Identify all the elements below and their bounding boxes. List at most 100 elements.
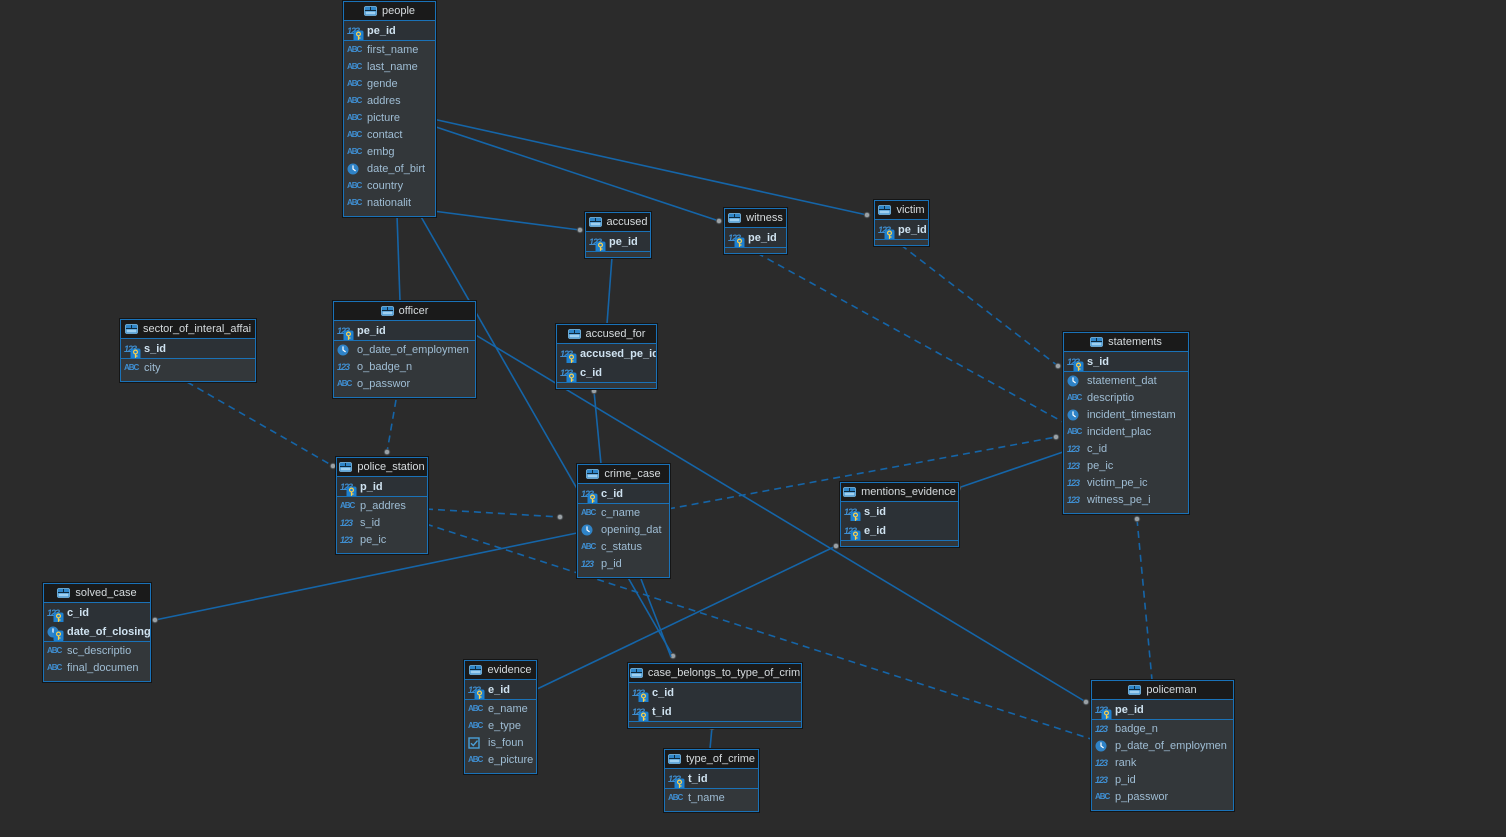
table-header-officer[interactable]: officer (334, 302, 475, 321)
column-row-p_date_of_employmen[interactable]: p_date_of_employmen (1092, 737, 1233, 754)
relationship-witness-statements[interactable] (756, 252, 1064, 423)
column-row-opening_dat[interactable]: opening_dat (578, 521, 669, 538)
relationship-officer-policeman[interactable] (473, 333, 1087, 703)
table-header-police_station[interactable]: police_station (337, 458, 427, 477)
relationship-crime_case-statements[interactable] (667, 436, 1057, 510)
relationship-solved_case-crime_case[interactable] (154, 532, 578, 621)
table-header-statements[interactable]: statements (1064, 333, 1188, 352)
table-header-type_of_crime[interactable]: type_of_crime (665, 750, 758, 769)
table-header-crime_case[interactable]: crime_case (578, 465, 669, 484)
relationship-people-accused[interactable] (432, 210, 581, 231)
relationship-case_belongs_to_type_of_crim-type_of_crime[interactable] (709, 726, 713, 750)
table-header-accused_for[interactable]: accused_for (557, 325, 656, 344)
column-row-statement_dat[interactable]: statement_dat (1064, 372, 1188, 389)
table-header-evidence[interactable]: evidence (465, 661, 536, 680)
table-header-accused[interactable]: accused (586, 213, 650, 232)
table-header-solved_case[interactable]: solved_case (44, 584, 150, 603)
table-header-people[interactable]: people (344, 2, 435, 21)
table-header-witness[interactable]: witness (725, 209, 786, 228)
column-row-date_of_closing[interactable]: date_of_closing (44, 622, 150, 641)
table-header-mentions_evidence[interactable]: mentions_evidence (841, 483, 958, 502)
column-row-o_date_of_employmen[interactable]: o_date_of_employmen (334, 341, 475, 358)
table-header-policeman[interactable]: policeman (1092, 681, 1233, 700)
column-row-date_of_birt[interactable]: date_of_birt (344, 160, 435, 177)
relationship-accused_for-crime_case[interactable] (593, 390, 602, 465)
relationship-victim-statements[interactable] (900, 244, 1059, 367)
relationship-statements-policeman[interactable] (1136, 518, 1153, 681)
relationship-people-witness[interactable] (432, 125, 720, 222)
table-header-case_belongs_to_type_of_crim[interactable]: case_belongs_to_type_of_crim (629, 664, 801, 683)
table-header-victim[interactable]: victim (875, 201, 928, 220)
relationship-mentions_evidence-statements[interactable] (957, 451, 1064, 489)
relationship-evidence-mentions_evidence[interactable] (534, 545, 837, 691)
column-row-is_foun[interactable]: is_foun (465, 734, 536, 751)
relationship-people-case_belongs_to_type_of_crim[interactable] (419, 214, 674, 657)
relationship-people-officer[interactable] (396, 214, 401, 302)
relationship-crime_case-case_belongs_to_type_of_crim[interactable] (640, 578, 672, 658)
relationship-people-victim[interactable] (432, 118, 868, 216)
relationship-police_station-crime_case[interactable] (425, 508, 561, 518)
relationship-officer-police_station[interactable] (386, 399, 397, 453)
